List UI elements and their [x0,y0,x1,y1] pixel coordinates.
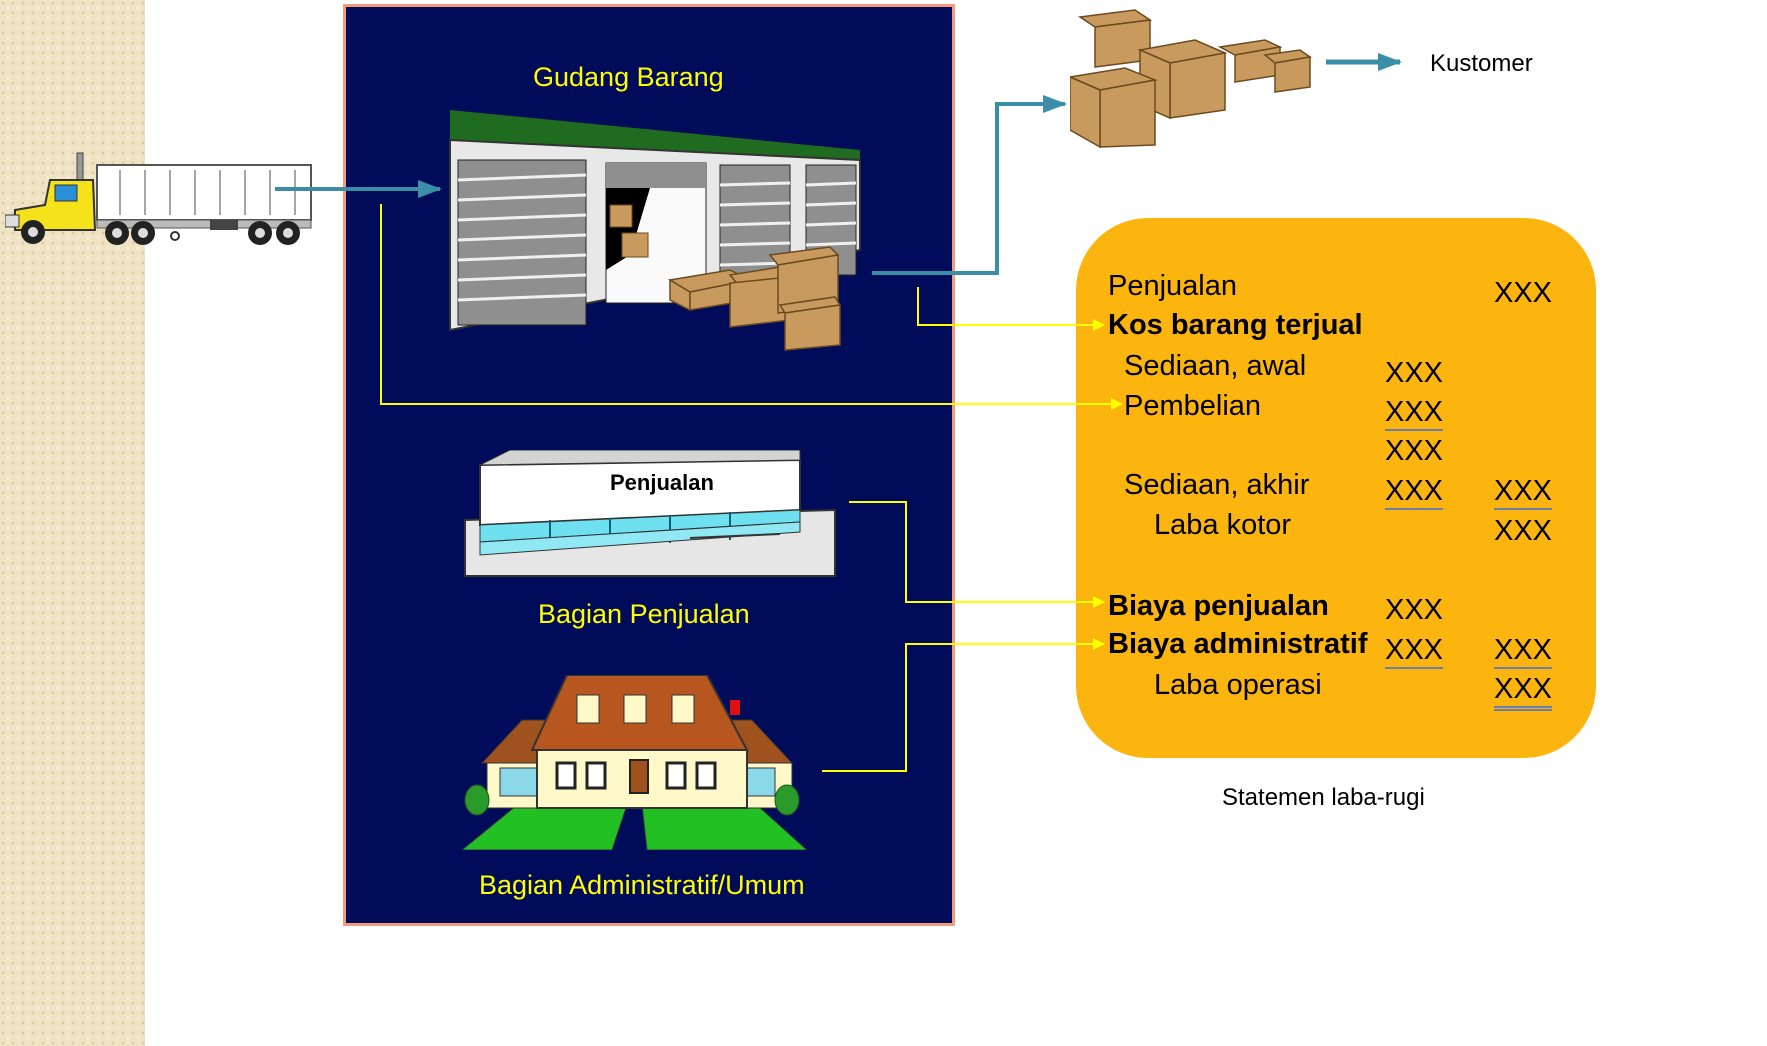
cogs-header: Kos barang terjual [1108,309,1363,341]
warehouse-to-cogs-connector [917,287,1105,331]
warehouse-illustration [449,110,861,351]
sales-dept-connector [849,501,1105,608]
ending-inventory-label: Sediaan, akhir [1124,469,1310,501]
operating-expense-total: XXX [1494,633,1553,669]
selling-expense-label: Biaya penjualan [1108,590,1329,622]
statement-caption: Statemen laba-rugi [1222,784,1425,811]
admin-expense-amount: XXX [1385,633,1444,669]
warehouse-title: Gudang Barang [533,62,724,92]
selling-expense-amount: XXX [1385,594,1444,626]
gross-profit-total: XXX [1494,515,1553,547]
sales-dept-title: Bagian Penjualan [538,599,750,629]
shipped-boxes-illustration [1070,9,1312,149]
beginning-inventory-amount: XXX [1385,357,1444,389]
beginning-inventory-label: Sediaan, awal [1124,350,1307,382]
truck-illustration [5,152,312,245]
admin-expense-label: Biaya administratif [1108,628,1368,660]
sales-total: XXX [1494,277,1553,309]
purchases-amount: XXX [1385,395,1444,431]
admin-building-illustration [462,675,808,850]
admin-dept-connector [822,638,1105,772]
purchases-connector [380,204,1123,410]
sales-label: Penjualan [1108,270,1237,302]
gross-profit-label: Laba kotor [1154,509,1292,541]
operating-income-label: Laba operasi [1154,669,1322,701]
admin-dept-title: Bagian Administratif/Umum [479,870,805,900]
operating-income-total: XXX [1494,672,1553,711]
store-sign: Penjualan [610,470,714,495]
available-subtotal: XXX [1385,435,1444,467]
purchases-label: Pembelian [1124,390,1262,422]
ending-inventory-amount: XXX [1385,474,1444,510]
cogs-total: XXX [1494,474,1553,510]
customer-label: Kustomer [1430,50,1533,77]
warehouse-to-boxes-arrow [872,95,1067,275]
sales-store-illustration [464,450,836,577]
